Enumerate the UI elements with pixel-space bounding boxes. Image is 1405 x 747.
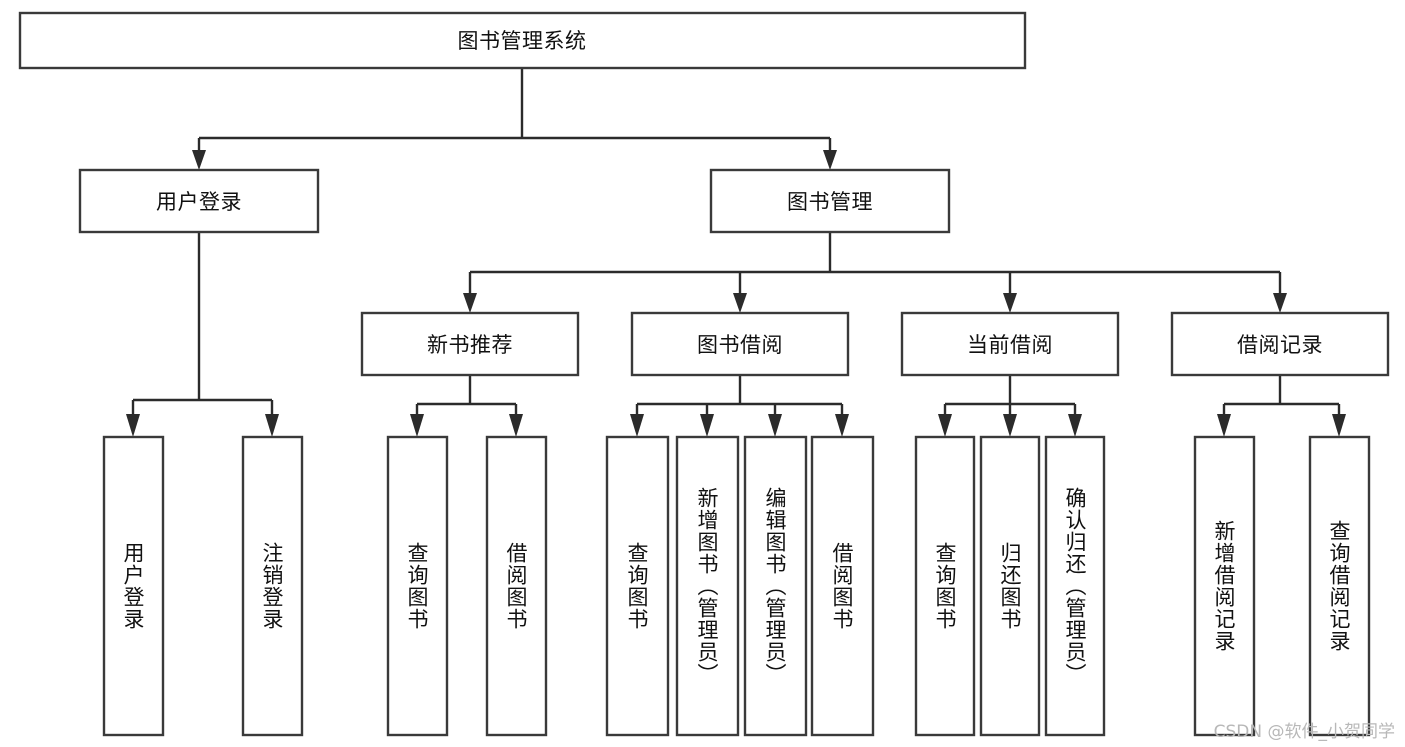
leaf-book-borrow-1[interactable]: 查询图书 — [605, 435, 670, 737]
arrowhead-bb-leaf2 — [700, 414, 714, 437]
arrowhead-cb-leaf1 — [938, 414, 952, 437]
leaf-user-login-2-label: 注销登录 — [260, 542, 284, 630]
arrowhead-bb-leaf4 — [835, 414, 849, 437]
leaf-user-login-2[interactable]: 注销登录 — [241, 435, 304, 737]
node-new-book-recommend[interactable]: 新书推荐 — [360, 311, 580, 377]
node-new-book-recommend-label: 新书推荐 — [427, 333, 513, 357]
arrowhead-ul-leaf1 — [126, 414, 140, 437]
node-user-login-box[interactable] — [78, 168, 320, 234]
arrowhead-bb-leaf1 — [630, 414, 644, 437]
node-book-borrow-label: 图书借阅 — [697, 333, 783, 357]
node-book-manage-box[interactable] — [709, 168, 951, 234]
arrowhead-book-manage — [823, 150, 837, 170]
leaf-current-borrow-1-box[interactable] — [914, 435, 976, 737]
leaf-borrow-record-1[interactable]: 新增借阅记录 — [1193, 435, 1256, 737]
arrowhead-nb-leaf1 — [410, 414, 424, 437]
leaf-book-borrow-3-box[interactable] — [743, 435, 808, 737]
leaf-book-borrow-3-label: 编辑图书（管理员） — [763, 487, 787, 685]
arrowhead-bb-leaf3 — [768, 414, 782, 437]
leaf-user-login-1-label: 用户登录 — [121, 542, 145, 630]
connector-layer — [126, 68, 1346, 437]
leaf-borrow-record-2[interactable]: 查询借阅记录 — [1308, 435, 1371, 737]
arrowhead-nb-leaf2 — [509, 414, 523, 437]
leaf-book-borrow-2-label: 新增图书（管理员） — [695, 487, 719, 685]
arrowhead-book-borrow — [733, 293, 747, 313]
leaf-new-book-1-box[interactable] — [386, 435, 449, 737]
node-current-borrow[interactable]: 当前借阅 — [900, 311, 1120, 377]
arrowhead-br-leaf2 — [1332, 414, 1346, 437]
leaf-current-borrow-3[interactable]: 确认归还（管理员） — [1044, 435, 1106, 737]
leaf-new-book-2-box[interactable] — [485, 435, 548, 737]
node-current-borrow-box[interactable] — [900, 311, 1120, 377]
arrowhead-cb-leaf2 — [1003, 414, 1017, 437]
leaf-borrow-record-2-label: 查询借阅记录 — [1327, 520, 1351, 652]
node-root[interactable]: 图书管理系统 — [18, 11, 1027, 70]
leaf-borrow-record-1-label: 新增借阅记录 — [1212, 520, 1236, 652]
leaf-book-borrow-3[interactable]: 编辑图书（管理员） — [743, 435, 808, 737]
arrowhead-borrow-record — [1273, 293, 1287, 313]
node-borrow-record-label: 借阅记录 — [1237, 333, 1323, 357]
leaf-book-borrow-4-box[interactable] — [810, 435, 875, 737]
leaf-user-login-1-box[interactable] — [102, 435, 165, 737]
leaf-current-borrow-2-label: 归还图书 — [998, 542, 1022, 630]
leaf-book-borrow-1-box[interactable] — [605, 435, 670, 737]
node-book-borrow[interactable]: 图书借阅 — [630, 311, 850, 377]
arrowhead-current-borrow — [1003, 293, 1017, 313]
leaf-book-borrow-4[interactable]: 借阅图书 — [810, 435, 875, 737]
leaf-current-borrow-3-box[interactable] — [1044, 435, 1106, 737]
node-current-borrow-label: 当前借阅 — [967, 333, 1053, 357]
arrowhead-ul-leaf2 — [265, 414, 279, 437]
leaf-book-borrow-4-label: 借阅图书 — [830, 542, 854, 630]
node-user-login[interactable]: 用户登录 — [78, 168, 320, 234]
leaf-current-borrow-1[interactable]: 查询图书 — [914, 435, 976, 737]
node-book-manage-label: 图书管理 — [787, 190, 873, 214]
node-borrow-record-box[interactable] — [1170, 311, 1390, 377]
leaf-user-login-2-box[interactable] — [241, 435, 304, 737]
node-borrow-record[interactable]: 借阅记录 — [1170, 311, 1390, 377]
node-root-label: 图书管理系统 — [458, 29, 587, 53]
leaf-book-borrow-1-label: 查询图书 — [625, 542, 649, 630]
leaf-borrow-record-1-box[interactable] — [1193, 435, 1256, 737]
node-root-box[interactable] — [18, 11, 1027, 70]
node-user-login-label: 用户登录 — [156, 190, 242, 214]
leaf-new-book-1-label: 查询图书 — [405, 542, 429, 630]
node-new-book-recommend-box[interactable] — [360, 311, 580, 377]
leaf-current-borrow-3-label: 确认归还（管理员） — [1063, 487, 1087, 685]
leaf-current-borrow-1-label: 查询图书 — [933, 542, 957, 630]
arrowhead-br-leaf1 — [1217, 414, 1231, 437]
leaf-new-book-1[interactable]: 查询图书 — [386, 435, 449, 737]
leaf-new-book-2[interactable]: 借阅图书 — [485, 435, 548, 737]
leaf-borrow-record-2-box[interactable] — [1308, 435, 1371, 737]
node-book-borrow-box[interactable] — [630, 311, 850, 377]
leaf-user-login-1[interactable]: 用户登录 — [102, 435, 165, 737]
leaf-current-borrow-2-box[interactable] — [979, 435, 1041, 737]
node-book-manage[interactable]: 图书管理 — [709, 168, 951, 234]
leaf-book-borrow-2[interactable]: 新增图书（管理员） — [675, 435, 740, 737]
arrowhead-user-login — [192, 150, 206, 170]
arrowhead-new-book — [463, 293, 477, 313]
leaf-book-borrow-2-box[interactable] — [675, 435, 740, 737]
arrowhead-cb-leaf3 — [1068, 414, 1082, 437]
leaf-new-book-2-label: 借阅图书 — [504, 542, 528, 630]
leaf-current-borrow-2[interactable]: 归还图书 — [979, 435, 1041, 737]
